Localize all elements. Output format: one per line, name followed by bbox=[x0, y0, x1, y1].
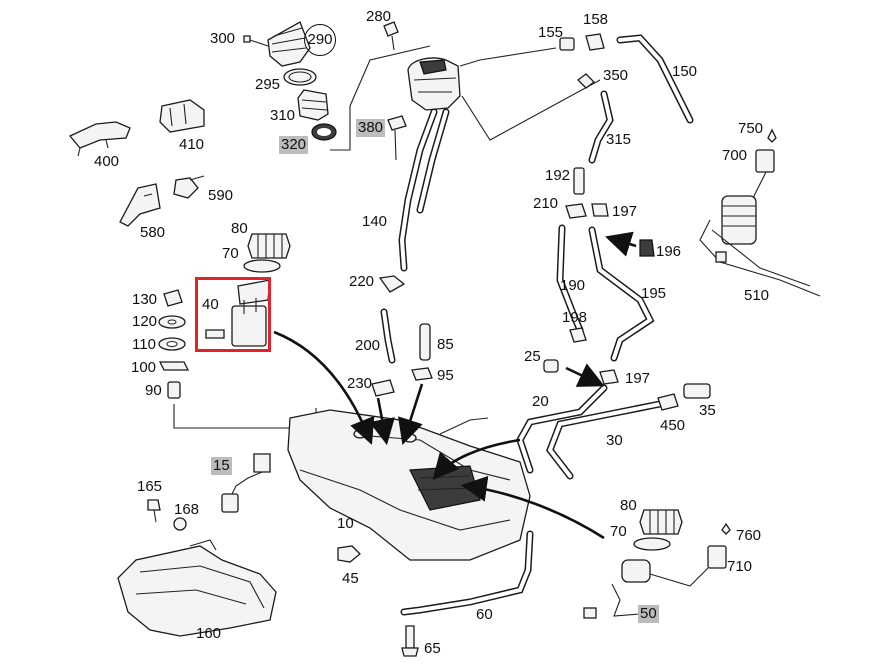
callout-60[interactable]: 60 bbox=[476, 606, 493, 623]
hoses-190-195 bbox=[556, 224, 655, 362]
callout-165[interactable]: 165 bbox=[137, 478, 163, 495]
callout-192[interactable]: 192 bbox=[545, 167, 571, 184]
callout-197-top[interactable]: 197 bbox=[612, 203, 638, 220]
brackets-400-410-580-590 bbox=[68, 99, 205, 227]
callout-760[interactable]: 760 bbox=[736, 527, 762, 544]
center-hoses bbox=[371, 275, 433, 397]
callout-30[interactable]: 30 bbox=[606, 432, 623, 449]
sender-unit-510 bbox=[699, 128, 821, 297]
callout-195[interactable]: 195 bbox=[641, 285, 667, 302]
callout-750[interactable]: 750 bbox=[738, 120, 764, 137]
callout-198[interactable]: 198 bbox=[562, 309, 588, 326]
callout-190[interactable]: 190 bbox=[560, 277, 586, 294]
callout-160[interactable]: 160 bbox=[196, 625, 222, 642]
connector-15 bbox=[147, 453, 361, 563]
callout-80-top[interactable]: 80 bbox=[231, 220, 248, 237]
leader-lines bbox=[273, 330, 605, 540]
callout-100[interactable]: 100 bbox=[131, 359, 157, 376]
callout-168[interactable]: 168 bbox=[174, 501, 200, 518]
callout-380[interactable]: 380 bbox=[356, 119, 386, 137]
lines-20-30 bbox=[516, 327, 711, 480]
callout-50[interactable]: 50 bbox=[638, 605, 659, 623]
callout-25[interactable]: 25 bbox=[524, 348, 541, 365]
callout-130[interactable]: 130 bbox=[132, 291, 158, 308]
callout-80-bottom[interactable]: 80 bbox=[620, 497, 637, 514]
callout-10[interactable]: 10 bbox=[337, 515, 354, 532]
callout-196[interactable]: 196 bbox=[656, 243, 682, 260]
callout-210[interactable]: 210 bbox=[533, 195, 559, 212]
heat-shield-160 bbox=[117, 539, 277, 637]
callout-320[interactable]: 320 bbox=[279, 136, 309, 154]
callout-110[interactable]: 110 bbox=[132, 336, 156, 353]
callout-70-bottom[interactable]: 70 bbox=[610, 523, 627, 540]
callout-40[interactable]: 40 bbox=[202, 296, 219, 313]
callout-120[interactable]: 120 bbox=[132, 313, 158, 330]
fuel-pump-40 bbox=[205, 233, 291, 347]
callout-310[interactable]: 310 bbox=[270, 107, 296, 124]
callout-450[interactable]: 450 bbox=[660, 417, 686, 434]
boot-assembly bbox=[243, 21, 431, 151]
callout-35[interactable]: 35 bbox=[699, 402, 716, 419]
callout-230[interactable]: 230 bbox=[347, 375, 373, 392]
callout-65[interactable]: 65 bbox=[424, 640, 441, 657]
callout-20[interactable]: 20 bbox=[532, 393, 549, 410]
hardware-stack bbox=[158, 289, 317, 429]
callout-315[interactable]: 315 bbox=[606, 131, 632, 148]
callout-280[interactable]: 280 bbox=[366, 8, 392, 25]
callout-580[interactable]: 580 bbox=[140, 224, 166, 241]
callout-410[interactable]: 410 bbox=[179, 136, 205, 153]
callout-510[interactable]: 510 bbox=[744, 287, 770, 304]
strap-60 bbox=[400, 530, 534, 657]
callout-300[interactable]: 300 bbox=[210, 30, 236, 47]
highlight-box-part-40 bbox=[195, 277, 271, 352]
callout-15[interactable]: 15 bbox=[211, 457, 232, 475]
callout-45[interactable]: 45 bbox=[342, 570, 359, 587]
callout-400[interactable]: 400 bbox=[94, 153, 120, 170]
callout-710[interactable]: 710 bbox=[727, 558, 753, 575]
callout-85[interactable]: 85 bbox=[437, 336, 454, 353]
callout-90[interactable]: 90 bbox=[145, 382, 162, 399]
callout-220[interactable]: 220 bbox=[349, 273, 375, 290]
callout-140[interactable]: 140 bbox=[362, 213, 388, 230]
callout-200[interactable]: 200 bbox=[355, 337, 381, 354]
callout-295[interactable]: 295 bbox=[255, 76, 281, 93]
callout-155[interactable]: 155 bbox=[538, 24, 564, 41]
callout-590[interactable]: 590 bbox=[208, 187, 234, 204]
callout-197-bottom[interactable]: 197 bbox=[625, 370, 651, 387]
callout-95[interactable]: 95 bbox=[437, 367, 454, 384]
callout-290[interactable]: 290 bbox=[304, 24, 336, 56]
callout-700[interactable]: 700 bbox=[722, 147, 748, 164]
vent-lines bbox=[559, 33, 694, 219]
callout-350[interactable]: 350 bbox=[603, 67, 629, 84]
callout-150[interactable]: 150 bbox=[672, 63, 698, 80]
callout-158[interactable]: 158 bbox=[583, 11, 609, 28]
sender-unit-50 bbox=[583, 509, 731, 619]
fuel-tank-10 bbox=[287, 409, 531, 561]
callout-70-top[interactable]: 70 bbox=[222, 245, 239, 262]
filler-neck bbox=[383, 21, 601, 272]
